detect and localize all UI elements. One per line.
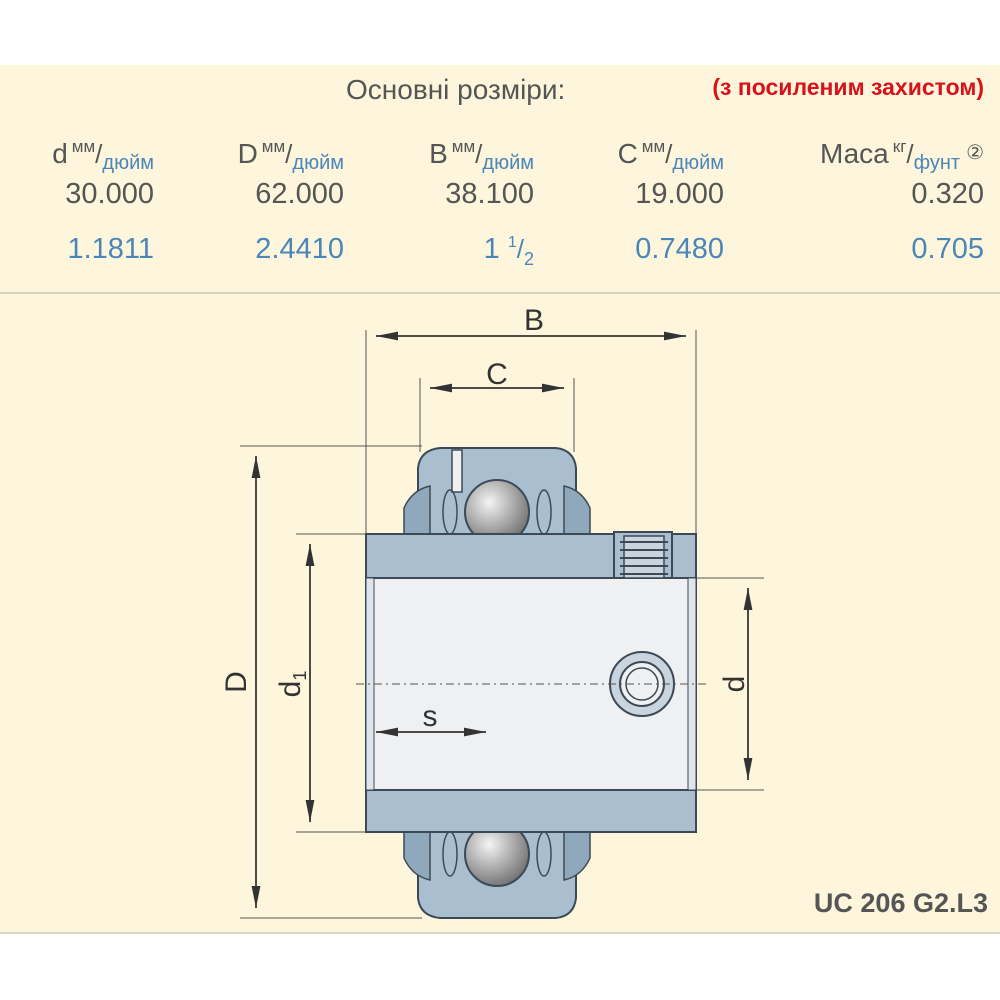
value-d-mm: 30.000 — [65, 178, 154, 210]
label-s: s — [423, 700, 438, 733]
header-slash: / — [285, 139, 293, 169]
header-unit-mm: мм — [451, 137, 476, 156]
header-unit-mm: мм — [641, 137, 666, 156]
fraction-denominator: 2 — [523, 249, 534, 269]
fraction-numerator: 1 — [507, 234, 517, 251]
label-d: d — [718, 676, 751, 693]
header-unit-inch: дюйм — [672, 152, 724, 174]
outer-ring-top — [403, 447, 591, 545]
label-C: C — [486, 358, 508, 391]
model-number: UC 206 G2.L3 — [813, 888, 988, 918]
outer-ring-bottom — [403, 821, 591, 919]
footnote-2-icon: ② — [966, 142, 984, 164]
value-d-inch: 1.1811 — [67, 233, 154, 265]
header-slash: / — [475, 139, 483, 169]
header-slash: / — [665, 139, 673, 169]
section-subtitle: (з посиленим захистом) — [712, 74, 984, 100]
dimension-labels: B C D d1 d s — [220, 304, 751, 733]
header-unit-inch: дюйм — [102, 152, 154, 174]
panel-divider — [0, 292, 1000, 294]
label-d1: d1 — [274, 671, 310, 698]
header-slash: / — [906, 139, 914, 169]
header-unit-inch: дюйм — [292, 152, 344, 174]
value-mass-lb: 0.705 — [911, 233, 984, 265]
label-B: B — [524, 304, 544, 337]
label-d1-main: d — [274, 681, 307, 698]
value-C-inch: 0.7480 — [635, 233, 724, 265]
header-unit-mm: мм — [261, 137, 286, 156]
value-B-inch: 1 1/2 — [484, 233, 534, 270]
set-screw-icon — [613, 531, 673, 579]
header-symbol: D — [237, 138, 258, 169]
header-slash: / — [95, 139, 103, 169]
fraction-whole: 1 — [483, 233, 500, 265]
value-mass-kg: 0.320 — [911, 178, 984, 210]
header-unit-kg: кг — [892, 137, 907, 156]
header-symbol: B — [429, 138, 448, 169]
label-D: D — [220, 671, 253, 693]
header-symbol: d — [52, 138, 68, 169]
value-C-mm: 19.000 — [635, 178, 724, 210]
header-unit-lb: фунт — [913, 152, 961, 174]
section-title: Основні розміри: — [346, 74, 566, 105]
value-D-inch: 2.4410 — [255, 233, 344, 265]
bottom-divider — [0, 932, 1000, 934]
value-D-mm: 62.000 — [255, 178, 344, 210]
value-B-mm: 38.100 — [445, 178, 534, 210]
header-symbol: Маса — [819, 138, 889, 169]
header-unit-inch: дюйм — [482, 152, 534, 174]
header-unit-mm: мм — [71, 137, 96, 156]
label-d1-sub: 1 — [290, 671, 310, 681]
dimension-lines — [251, 331, 753, 908]
fraction-slash: / — [516, 234, 524, 264]
header-symbol: C — [617, 138, 638, 169]
